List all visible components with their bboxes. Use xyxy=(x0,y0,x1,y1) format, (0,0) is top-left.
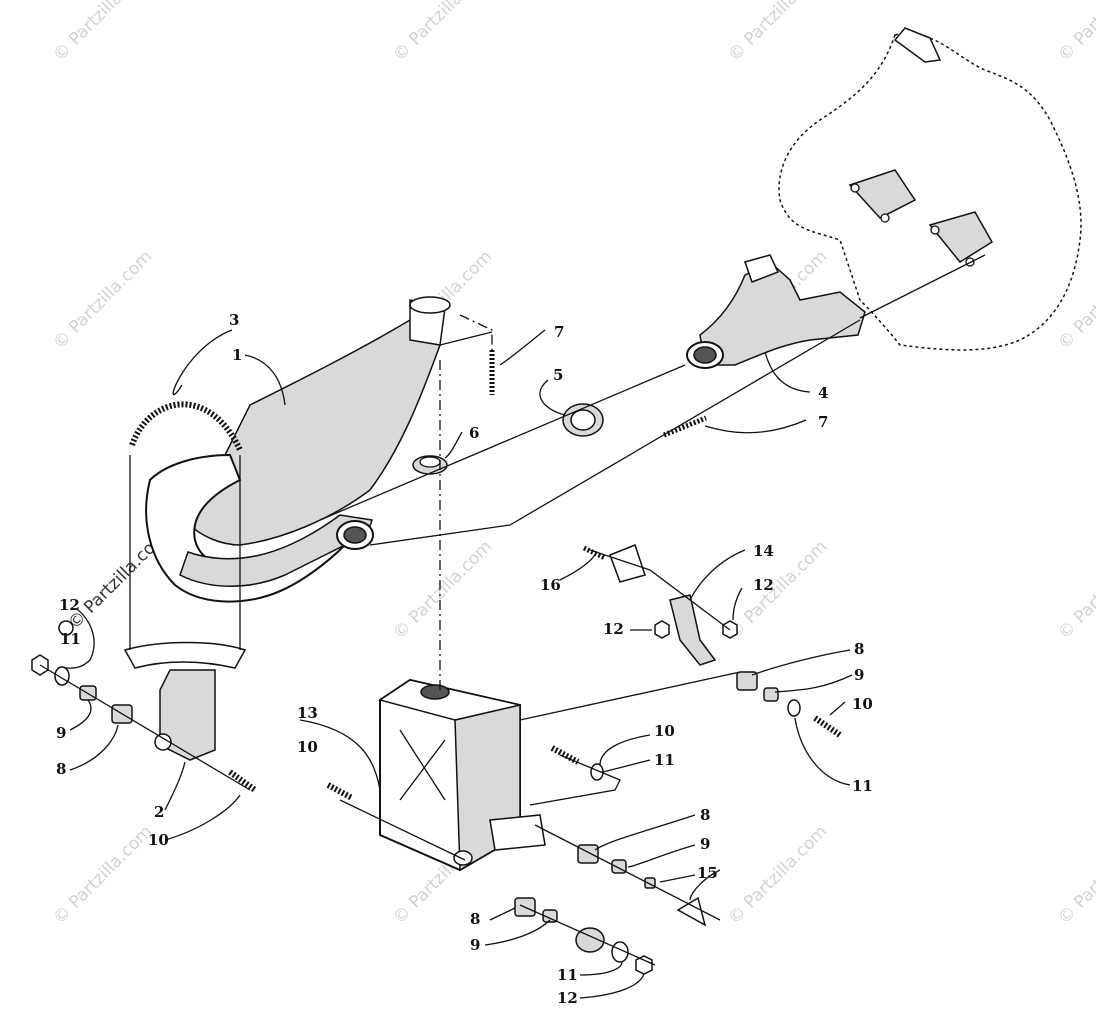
callout-9c: 9 xyxy=(700,835,710,853)
callout-15: 15 xyxy=(697,864,718,882)
callout-5: 5 xyxy=(553,366,563,384)
callout-16: 16 xyxy=(540,576,561,594)
watermark: © Partzilla.com xyxy=(49,822,156,929)
watermark: © Partzilla.com xyxy=(49,247,156,354)
callout-11a: 11 xyxy=(60,630,81,648)
watermark: © Partzilla.com xyxy=(1054,822,1096,929)
callout-11c: 11 xyxy=(852,777,873,795)
watermark: © Partzilla.com xyxy=(389,537,496,644)
callout-8d: 8 xyxy=(470,910,480,928)
callout-4: 4 xyxy=(818,384,828,402)
assembly-lines xyxy=(39,254,986,966)
callout-8c: 8 xyxy=(700,806,710,824)
callout-12c: 12 xyxy=(603,620,624,638)
callout-13: 13 xyxy=(297,704,318,722)
callout-14: 14 xyxy=(753,542,774,560)
callout-8b: 8 xyxy=(854,640,864,658)
exhaust-manifold xyxy=(686,254,866,369)
lower-strap xyxy=(123,641,247,669)
grommet xyxy=(412,455,448,475)
callout-8a: 8 xyxy=(56,760,66,778)
callout-3: 3 xyxy=(229,311,239,329)
watermark: © Partzilla.com xyxy=(389,0,496,66)
callout-12b: 12 xyxy=(753,576,774,594)
callout-1: 1 xyxy=(232,346,242,364)
leader-lines xyxy=(64,329,853,999)
watermark: © Partzilla.com xyxy=(1054,0,1096,66)
callout-10b: 10 xyxy=(297,738,318,756)
air-box xyxy=(378,678,546,872)
watermark: © Partzilla.com xyxy=(724,822,831,929)
muffler-bracket xyxy=(154,669,216,761)
callout-12a: 12 xyxy=(59,596,80,614)
engine-outline xyxy=(778,27,1082,351)
callout-9d: 9 xyxy=(470,936,480,954)
mounting-bracket xyxy=(609,544,717,666)
callout-6: 6 xyxy=(469,424,479,442)
callout-7a: 7 xyxy=(554,323,564,341)
callout-12d: 12 xyxy=(557,989,578,1007)
expansion-chamber xyxy=(145,296,451,603)
callout-9a: 9 xyxy=(56,724,66,742)
callout-11b: 11 xyxy=(557,966,578,984)
callout-11d: 11 xyxy=(654,751,675,769)
callout-labels: 3 1 4 7 5 7 6 13 10 14 12 16 12 8 9 10 1… xyxy=(56,311,873,1007)
callout-7b: 7 xyxy=(818,413,828,431)
spring-lower xyxy=(663,415,707,438)
callout-10a: 10 xyxy=(148,831,169,849)
muffler-strap xyxy=(129,401,243,452)
watermark: © Partzilla.com xyxy=(724,0,831,66)
callout-10d: 10 xyxy=(654,722,675,740)
callout-10c: 10 xyxy=(852,695,873,713)
callout-9b: 9 xyxy=(854,666,864,684)
watermark: © Partzilla.com xyxy=(49,0,156,66)
callout-2: 2 xyxy=(154,803,164,821)
watermark: © Partzilla.com xyxy=(1054,537,1096,644)
